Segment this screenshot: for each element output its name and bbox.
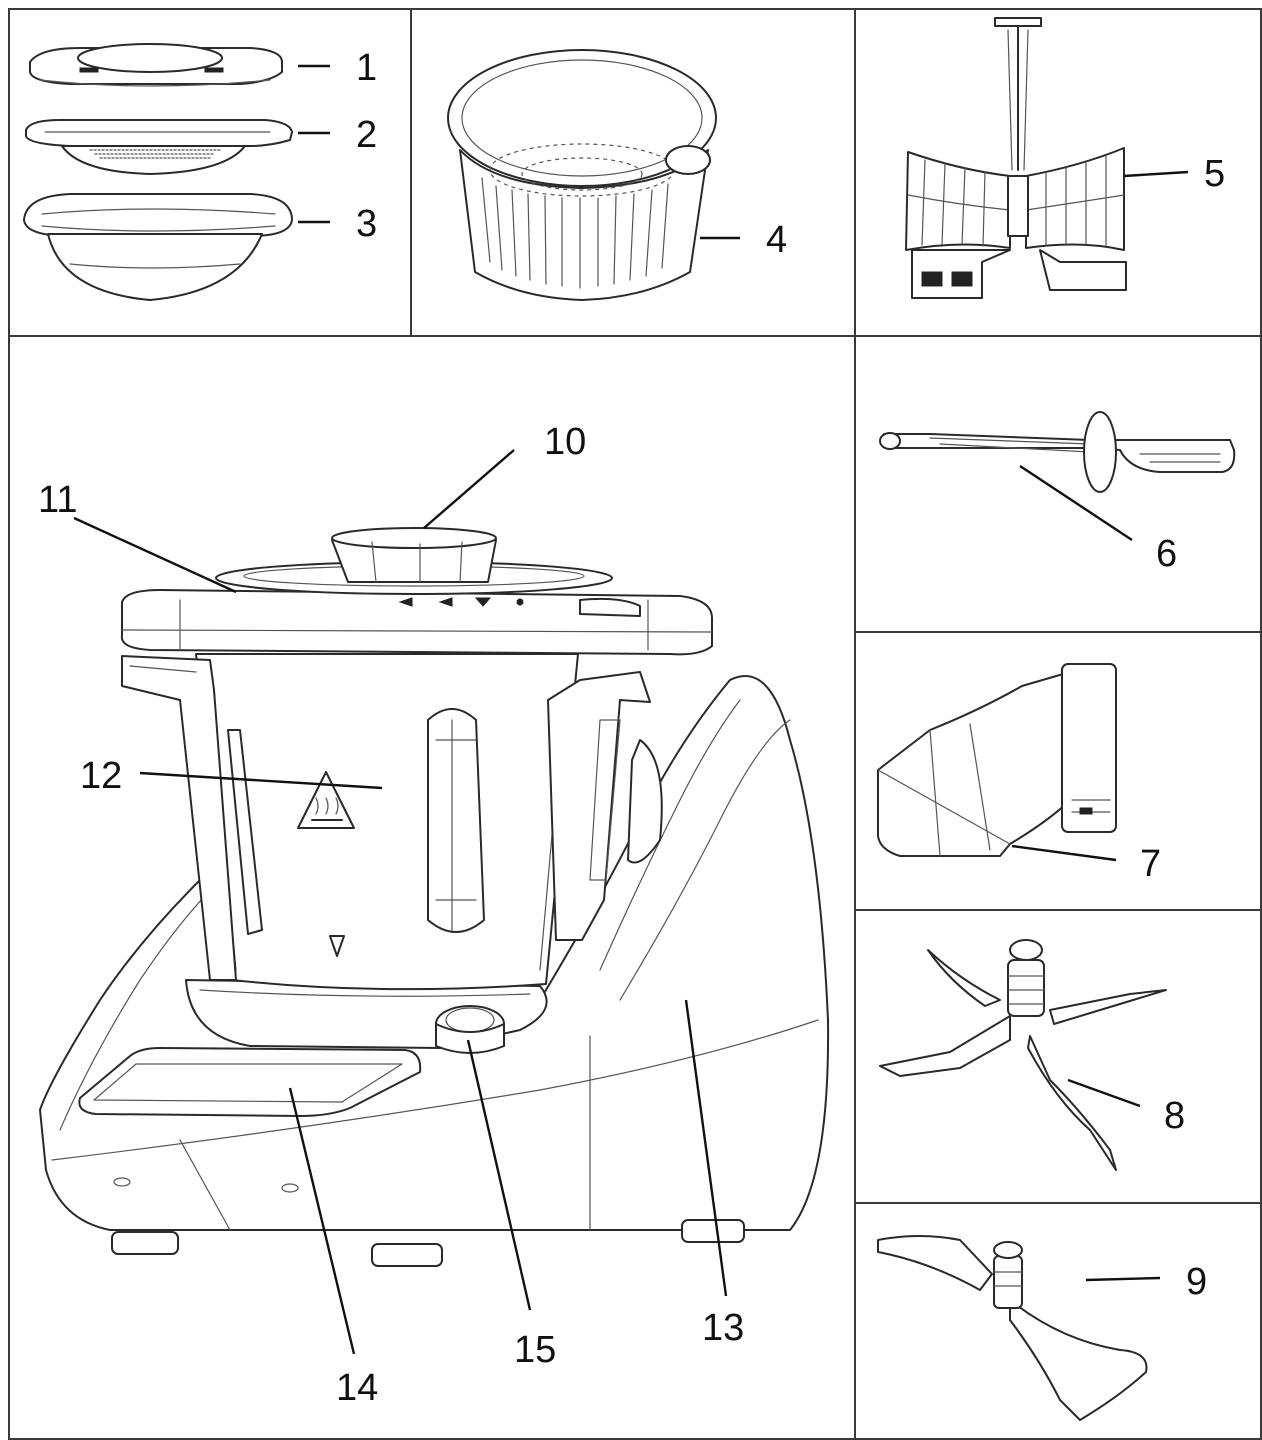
label-4: 4: [766, 219, 787, 261]
label-2: 2: [356, 114, 377, 156]
leader-8: [1067, 1078, 1141, 1108]
cooking-basket: [447, 49, 717, 301]
butterfly-whisk: [905, 17, 1127, 299]
leader-14: [288, 1087, 356, 1355]
label-8: 8: [1164, 1095, 1185, 1137]
leader-7: [1011, 844, 1117, 862]
label-13: 13: [702, 1307, 744, 1349]
label-12: 12: [80, 755, 122, 797]
steamer-lid: [29, 43, 283, 87]
kneading-paddle: [877, 1235, 1148, 1421]
steamer-tray: [25, 119, 293, 175]
chopping-blade: [879, 939, 1167, 1171]
label-14: 14: [336, 1367, 378, 1409]
steamer-bowl: [23, 193, 293, 301]
leader-5: [1123, 170, 1189, 178]
label-5: 5: [1204, 153, 1225, 195]
leader-15: [466, 1039, 532, 1311]
label-15: 15: [514, 1329, 556, 1371]
label-9: 9: [1186, 1261, 1207, 1303]
leader-11: [73, 516, 237, 594]
label-3: 3: [356, 203, 377, 245]
label-6: 6: [1156, 533, 1177, 575]
panel-grid: [8, 8, 1262, 1440]
leader-9: [1085, 1276, 1161, 1282]
scraper: [877, 663, 1117, 857]
leader-13: [684, 999, 728, 1297]
leader-6: [1019, 464, 1133, 542]
food-processor: [39, 527, 830, 1267]
leader-10: [423, 449, 515, 529]
label-1: 1: [356, 47, 377, 89]
label-11: 11: [38, 479, 77, 521]
label-10: 10: [544, 421, 586, 463]
leader-12: [139, 771, 383, 790]
label-7: 7: [1140, 843, 1161, 885]
spatula: [879, 411, 1236, 493]
